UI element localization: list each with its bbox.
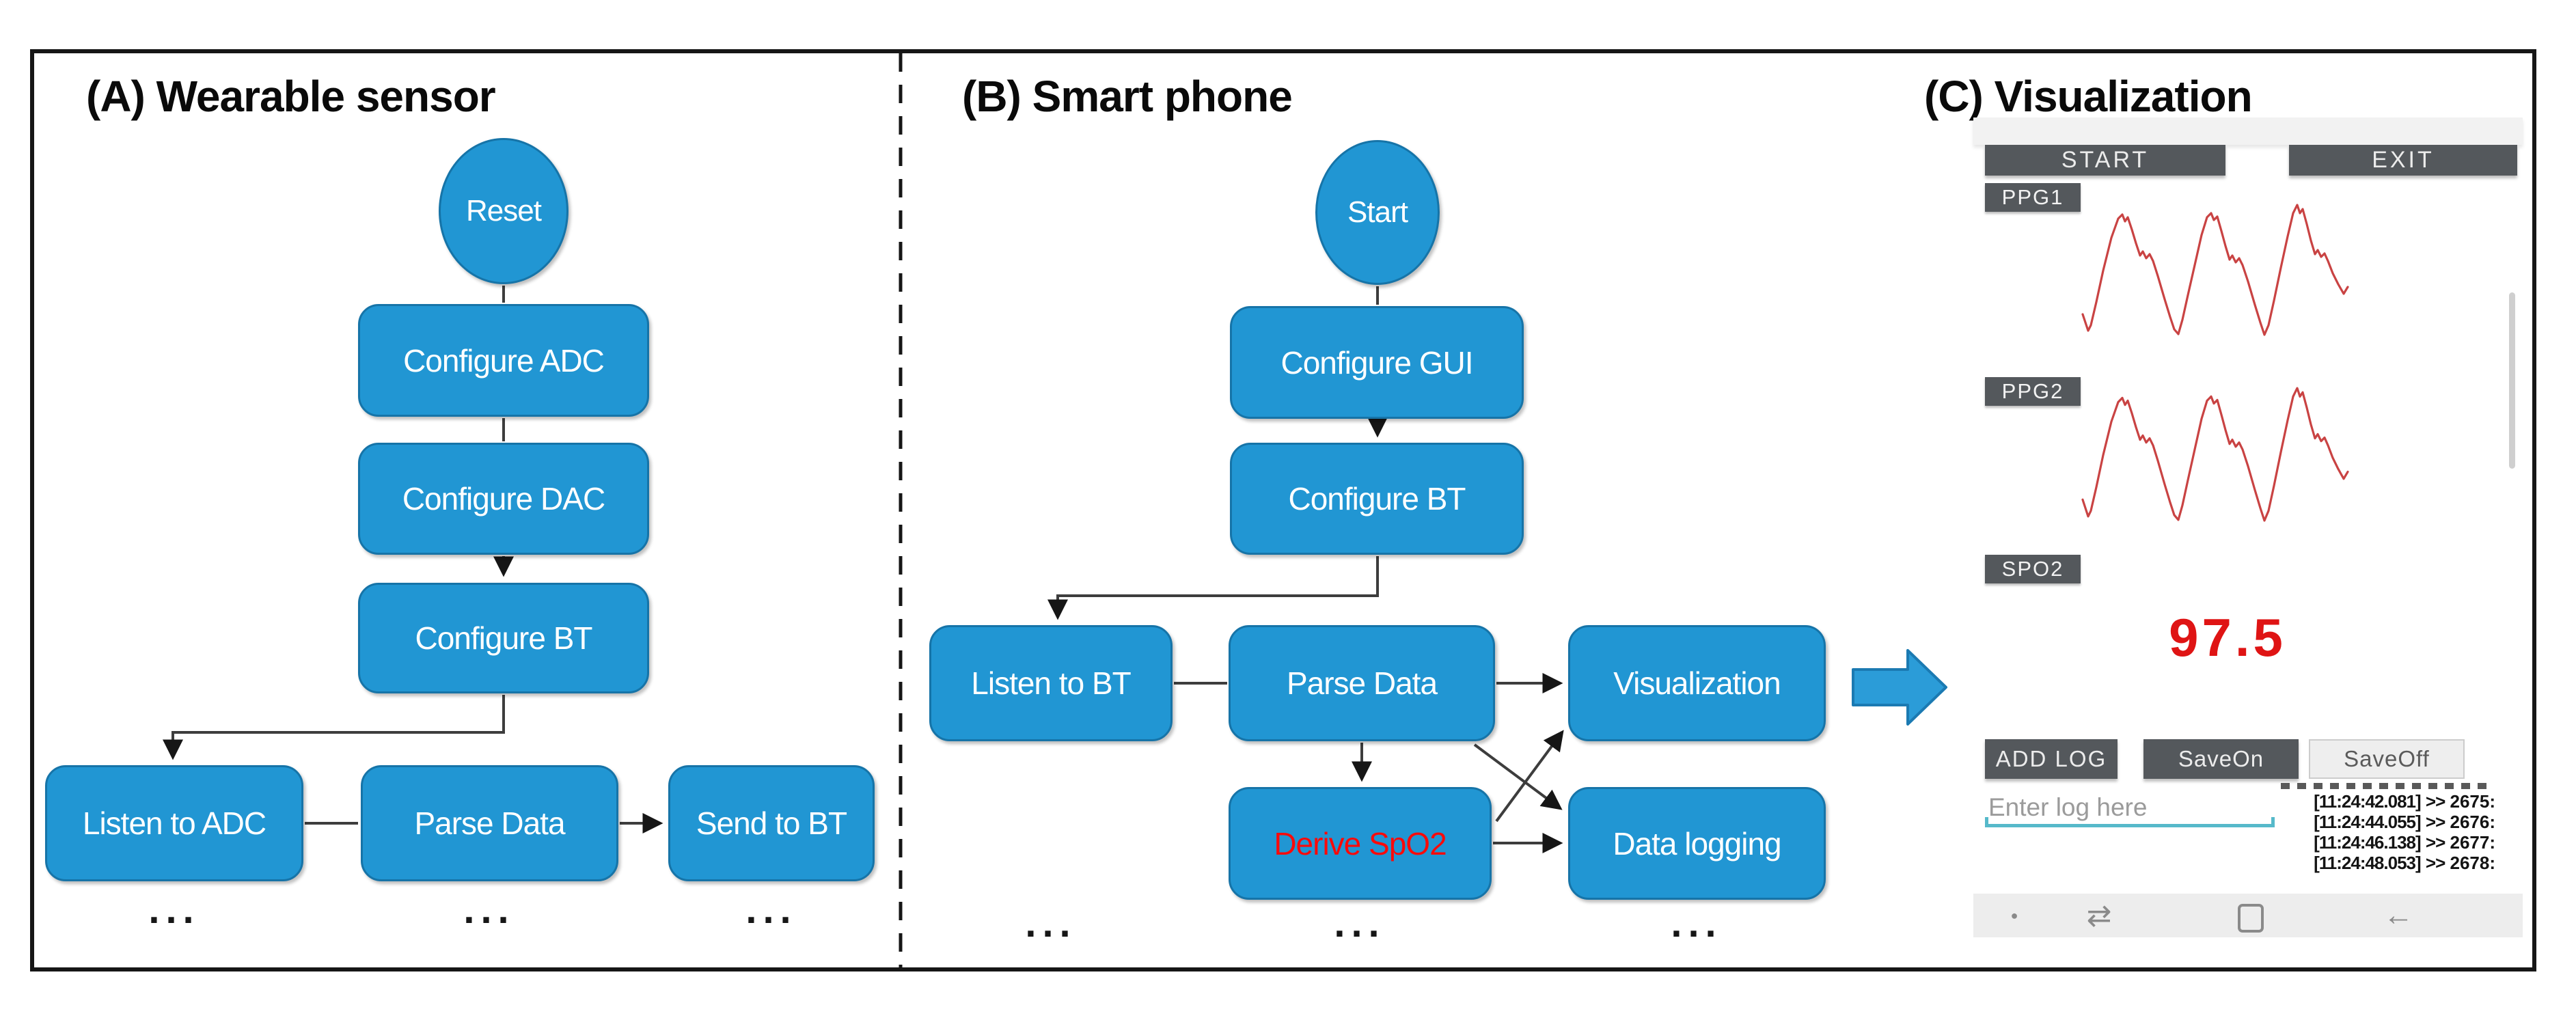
add-log-button[interactable]: ADD LOG <box>1985 739 2118 779</box>
flow-a-reset-node: Reset <box>439 138 568 284</box>
spo2-label: SPO2 <box>1985 555 2081 583</box>
ellipsis: ... <box>463 887 515 932</box>
ppg2-label: PPG2 <box>1985 377 2081 406</box>
flow-b-visualization: Visualization <box>1568 625 1826 741</box>
flow-b-start-node: Start <box>1315 140 1440 285</box>
flow-a-configure-adc: Configure ADC <box>358 304 649 417</box>
ppg1-label: PPG1 <box>1985 183 2081 212</box>
back-arrow-icon[interactable]: ← <box>2383 898 2413 932</box>
flow-b-data-logging: Data logging <box>1568 787 1826 900</box>
flow-b-parse-data: Parse Data <box>1229 625 1495 741</box>
ellipsis: ... <box>1334 901 1386 946</box>
panel-a-title: (A) Wearable sensor <box>86 72 496 121</box>
save-on-button[interactable]: SaveOn <box>2143 739 2299 779</box>
flow-b-derive-spo2: Derive SpO2 <box>1229 787 1492 900</box>
flow-a-parse-data: Parse Data <box>361 765 618 881</box>
flow-a-listen-to-adc: Listen to ADC <box>45 765 303 881</box>
log-entry-clipped <box>2281 783 2493 789</box>
panel-b-title: (B) Smart phone <box>962 72 1293 121</box>
log-console: [11:24:42.081] >> 2675: [11:24:44.055] >… <box>2248 791 2495 873</box>
panel-c-title: (C) Visualization <box>1924 72 2253 121</box>
save-off-button[interactable]: SaveOff <box>2309 739 2465 779</box>
log-row: [11:24:48.053] >> 2678: <box>2314 853 2495 873</box>
exit-button[interactable]: EXIT <box>2289 145 2517 176</box>
log-row: [11:24:46.138] >> 2677: <box>2314 832 2495 853</box>
log-input-underline <box>1985 824 2275 827</box>
log-entry-input[interactable] <box>1987 791 2263 824</box>
phone-scrollbar[interactable] <box>2509 292 2515 469</box>
flow-b-configure-bt: Configure BT <box>1230 443 1524 555</box>
log-row: [11:24:44.055] >> 2676: <box>2314 812 2495 832</box>
flow-b-configure-gui: Configure GUI <box>1230 306 1524 419</box>
flow-a-configure-bt: Configure BT <box>358 583 649 693</box>
spo2-reading: 97.5 <box>2169 607 2286 667</box>
overview-square-icon[interactable] <box>2238 904 2264 933</box>
ellipsis: ... <box>148 887 200 932</box>
ellipsis: ... <box>1671 901 1723 946</box>
log-input-underline <box>1985 817 1988 826</box>
ellipsis: ... <box>745 887 797 932</box>
ellipsis: ... <box>1025 901 1077 946</box>
log-input-underline <box>2271 817 2275 826</box>
dot-icon[interactable]: ● <box>2010 908 2018 922</box>
recents-swap-arrows-icon[interactable]: ⇄ <box>2086 898 2112 933</box>
flow-a-send-to-bt: Send to BT <box>668 765 875 881</box>
flow-a-configure-dac: Configure DAC <box>358 443 649 555</box>
start-button[interactable]: START <box>1985 145 2225 176</box>
log-row: [11:24:42.081] >> 2675: <box>2314 791 2495 812</box>
flow-b-listen-to-bt: Listen to BT <box>929 625 1173 741</box>
phone-status-bar <box>1973 118 2523 145</box>
